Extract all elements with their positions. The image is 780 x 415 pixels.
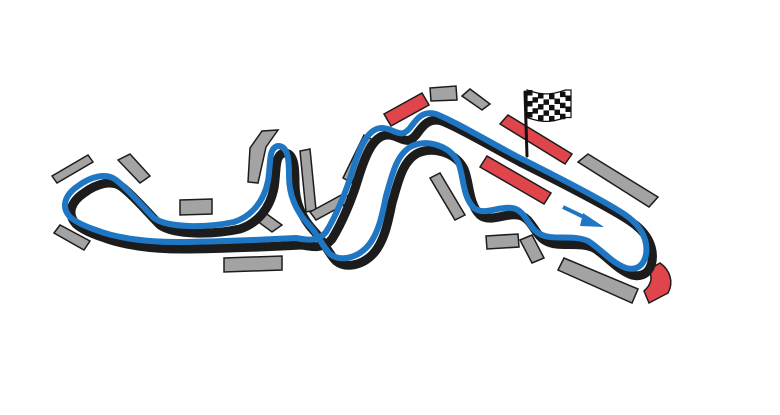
grandstand: [116, 153, 152, 184]
grandstands-red: [382, 91, 672, 305]
flag-cell: [527, 90, 533, 96]
flag-cell: [549, 115, 555, 122]
grandstands-grey: [50, 85, 660, 304]
flag-cell: [532, 102, 538, 109]
flag-cell: [549, 110, 555, 116]
track-line: [61, 110, 650, 272]
flag-cell: [527, 112, 533, 118]
grandstand-red: [498, 114, 574, 166]
flag-cell: [565, 95, 571, 101]
flag-cell: [543, 110, 549, 116]
flag-cell: [543, 104, 549, 111]
grandstand: [556, 257, 639, 304]
flag-cloth: [526, 89, 572, 122]
flag-cell: [565, 106, 571, 112]
grandstand: [247, 129, 280, 184]
flag-cell: [532, 91, 538, 98]
flag-cell: [560, 102, 566, 109]
flag-border: [526, 89, 572, 122]
flag-cell: [538, 109, 544, 116]
flag-cell: [549, 99, 555, 105]
flag-cell: [554, 104, 560, 110]
grandstand: [485, 233, 520, 250]
flag-cell: [538, 98, 544, 105]
grandstand-red: [478, 154, 553, 206]
checkered-flag-icon: [523, 89, 572, 158]
flag-cell: [560, 97, 566, 103]
flag-cell: [549, 104, 555, 111]
flag-cell: [538, 115, 544, 121]
flag-cell: [532, 113, 538, 120]
flag-cell: [543, 93, 549, 100]
flag-cell: [543, 115, 549, 122]
grandstand: [518, 234, 546, 264]
grandstand: [576, 153, 660, 208]
grandstand: [460, 88, 492, 111]
flag-cell: [532, 108, 538, 114]
flag-cell: [554, 98, 560, 105]
grandstand: [223, 255, 283, 273]
flag-cell: [560, 113, 566, 120]
flag-cell: [538, 93, 544, 99]
grandstand: [429, 85, 458, 102]
flag-cell: [554, 115, 560, 121]
flag-cell: [565, 101, 571, 107]
grandstand: [50, 154, 95, 184]
direction-arrow-icon: [562, 205, 604, 227]
direction-arrow-head: [580, 213, 604, 227]
flag-cell: [565, 112, 571, 118]
grandstand: [179, 198, 213, 216]
flag-cell: [560, 108, 566, 114]
flag-cell: [527, 106, 533, 112]
flag-cell: [527, 95, 533, 101]
flag-cell: [549, 93, 555, 100]
flag-cell: [554, 93, 560, 99]
flag-cell: [532, 97, 538, 103]
flag-cell: [527, 101, 533, 107]
flag-cell: [554, 109, 560, 116]
flag-cell: [565, 90, 571, 96]
grandstand-red: [382, 91, 431, 128]
flag-cell: [543, 99, 549, 105]
flag-cell: [538, 104, 544, 110]
flag-cell: [560, 91, 566, 98]
flag-pole: [523, 90, 529, 158]
grandstand: [428, 172, 467, 221]
grandstand: [52, 224, 92, 251]
